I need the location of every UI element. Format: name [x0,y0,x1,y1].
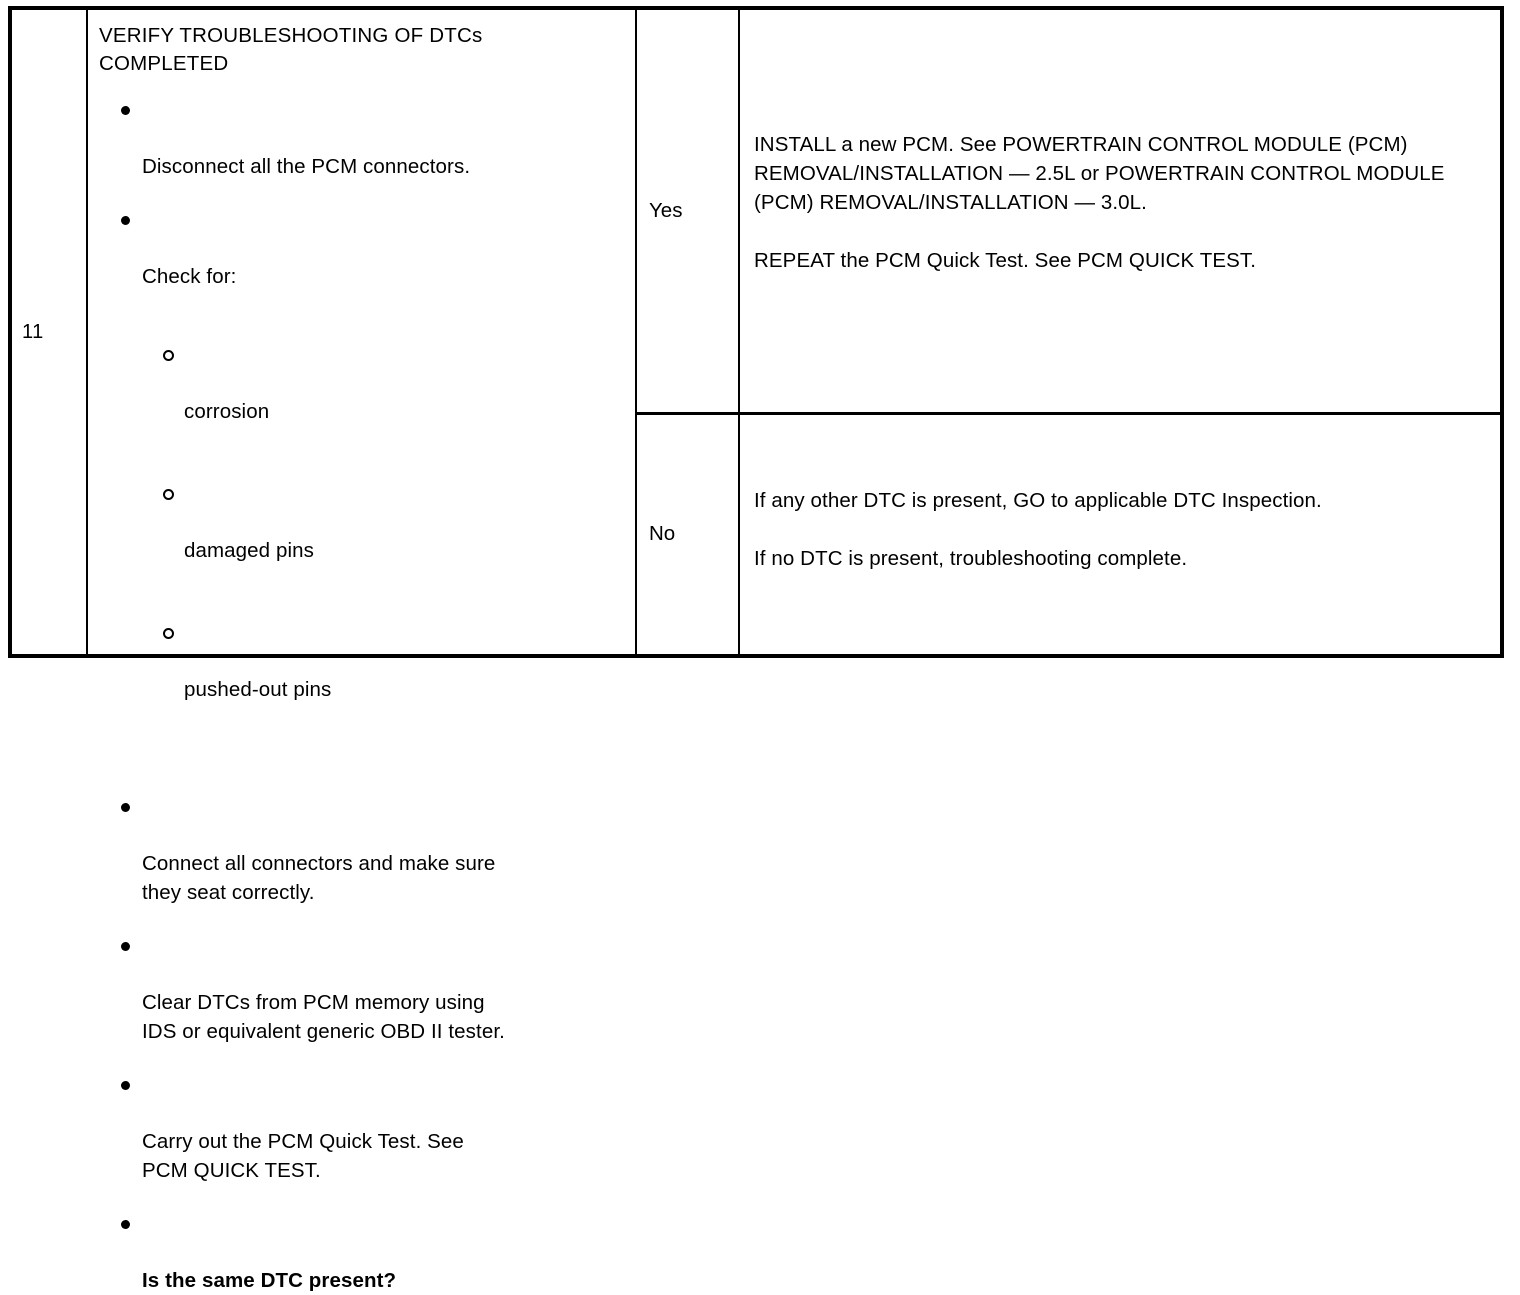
action-bullet-list: Disconnect all the PCM connectors. Check… [99,94,623,1295]
answer-label-yes: Yes [649,198,683,222]
row-divider-yes-no [635,412,1500,415]
bullet-item: Connect all connectors and make sure the… [99,791,623,907]
bullet-disc-icon [121,942,130,951]
bullet-disc-icon [121,216,130,225]
sub-list-item: pushed-out pins [142,617,623,704]
bullet-hollow-circle-icon [163,350,174,361]
bullet-hollow-circle-icon [163,628,174,639]
bullet-item-question: Is the same DTC present? [99,1208,623,1295]
column-divider-answer [635,10,637,654]
result-paragraph: REPEAT the PCM Quick Test. See PCM QUICK… [754,248,1257,272]
bullet-hollow-circle-icon [163,489,174,500]
bullet-item: Clear DTCs from PCM memory using IDS or … [99,930,623,1046]
diagnostic-step-table: 11 VERIFY TROUBLESHOOTING OF DTCs COMPLE… [8,6,1504,1292]
column-divider-step [86,10,88,654]
answer-cell-yes: Yes [637,10,738,412]
answer-cell-no: No [637,415,738,654]
bullet-disc-icon [121,1220,130,1229]
result-cell-yes: INSTALL a new PCM. See POWERTRAIN CONTRO… [740,10,1500,412]
sub-item-text: pushed-out pins [184,678,332,701]
sub-list-item: corrosion [142,339,623,426]
table-inner: 11 VERIFY TROUBLESHOOTING OF DTCs COMPLE… [12,10,1500,1292]
bullet-text: Connect all connectors and make sure the… [142,852,496,904]
bullet-item: Disconnect all the PCM connectors. [99,94,623,181]
bullet-text: Check for: [142,265,237,288]
bullet-disc-icon [121,106,130,115]
sub-item-text: damaged pins [184,539,314,562]
column-divider-result [738,10,740,654]
result-paragraph: If no DTC is present, troubleshooting co… [754,547,1188,570]
result-paragraph-stack: If any other DTC is present, GO to appli… [754,486,1486,573]
action-title: VERIFY TROUBLESHOOTING OF DTCs COMPLETED [99,24,483,75]
action-cell: VERIFY TROUBLESHOOTING OF DTCs COMPLETED… [88,10,635,1292]
result-cell-no: If any other DTC is present, GO to appli… [740,415,1500,654]
bullet-text: Is the same DTC present? [142,1269,397,1292]
bullet-disc-icon [121,1081,130,1090]
bullet-disc-icon [121,803,130,812]
sub-item-text: corrosion [184,400,270,423]
document-page: 11 VERIFY TROUBLESHOOTING OF DTCs COMPLE… [8,6,1504,1292]
step-number-cell: 11 [12,10,86,654]
bullet-text: Carry out the PCM Quick Test. See PCM QU… [142,1130,464,1182]
result-paragraph: INSTALL a new PCM. See POWERTRAIN CONTRO… [754,132,1445,214]
step-number: 11 [22,321,44,343]
answer-label-no: No [649,522,676,546]
bullet-text: Disconnect all the PCM connectors. [142,155,471,178]
sub-list-item: damaged pins [142,478,623,565]
result-paragraph: If any other DTC is present, GO to appli… [754,489,1322,512]
bullet-item: Check for: corrosion damaged pins [99,204,623,768]
bullet-text: Clear DTCs from PCM memory using IDS or … [142,991,505,1043]
result-paragraph-stack: INSTALL a new PCM. See POWERTRAIN CONTRO… [754,130,1486,275]
bullet-item: Carry out the PCM Quick Test. See PCM QU… [99,1069,623,1185]
